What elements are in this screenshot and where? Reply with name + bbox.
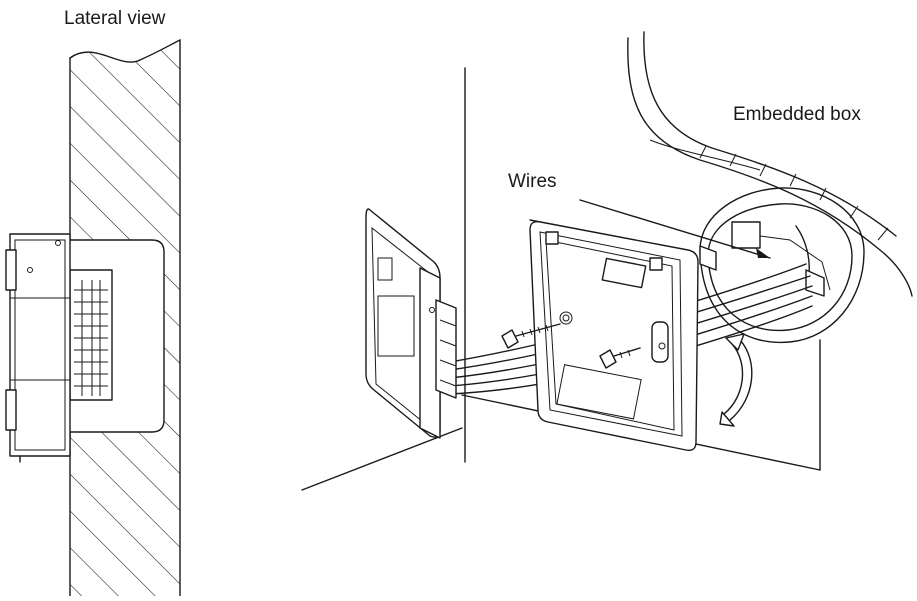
embedded-box <box>699 187 865 344</box>
installation-scene <box>301 31 913 491</box>
screw-upper <box>501 323 561 349</box>
thermostat-front-unit <box>365 208 457 439</box>
lateral-view-group <box>5 39 181 597</box>
screw-lower <box>599 347 641 369</box>
wires-leader-line <box>579 199 771 259</box>
mounting-base-plate <box>529 219 699 452</box>
lateral-view-label: Lateral view <box>64 8 166 29</box>
rotation-arrow <box>719 333 753 427</box>
conduit-cable <box>627 31 913 297</box>
wall-corner-lines <box>301 67 821 491</box>
thermostat-side-profile <box>5 233 165 463</box>
wires-label: Wires <box>508 171 557 192</box>
embedded-box-label: Embedded box <box>733 104 861 125</box>
